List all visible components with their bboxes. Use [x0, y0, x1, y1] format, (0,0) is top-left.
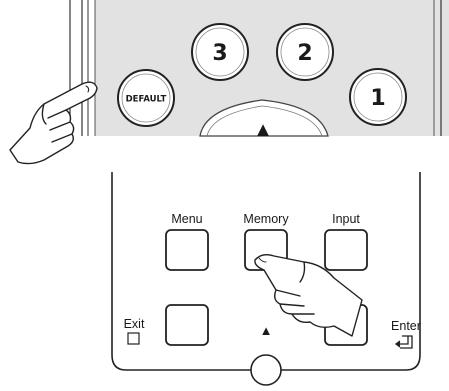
top-remote-panel: ▲ DEFAULT 3 2 1 [69, 0, 449, 141]
button-2-label: 2 [297, 41, 312, 66]
button-3-label: 3 [212, 41, 227, 66]
button-3[interactable]: 3 [191, 23, 249, 81]
exit-button[interactable] [165, 304, 209, 346]
button-1[interactable]: 1 [349, 68, 407, 126]
exit-icon [127, 332, 140, 345]
enter-label: Enter [391, 319, 421, 333]
top-up-arrow-icon[interactable]: ▲ [253, 119, 273, 141]
memory-label: Memory [243, 212, 289, 226]
pressing-hand-icon [254, 253, 363, 337]
bottom-control-panel: Menu Memory Input Exit Enter ▲ [111, 172, 421, 386]
input-label: Input [332, 212, 360, 226]
bottom-up-arrow-icon[interactable]: ▲ [260, 323, 273, 338]
navigation-dial [199, 99, 329, 137]
enter-return-icon [394, 335, 413, 349]
button-1-label: 1 [370, 86, 385, 111]
default-button-label: DEFAULT [126, 95, 167, 105]
bottom-round-button[interactable] [250, 354, 282, 386]
menu-label: Menu [171, 212, 202, 226]
navigation-dial-ring [206, 105, 323, 137]
exit-label: Exit [124, 317, 145, 331]
button-2[interactable]: 2 [276, 23, 334, 81]
input-button[interactable] [324, 229, 368, 271]
menu-button[interactable] [165, 229, 209, 271]
default-button[interactable]: DEFAULT [117, 69, 175, 127]
pointing-hand-icon [9, 81, 98, 165]
